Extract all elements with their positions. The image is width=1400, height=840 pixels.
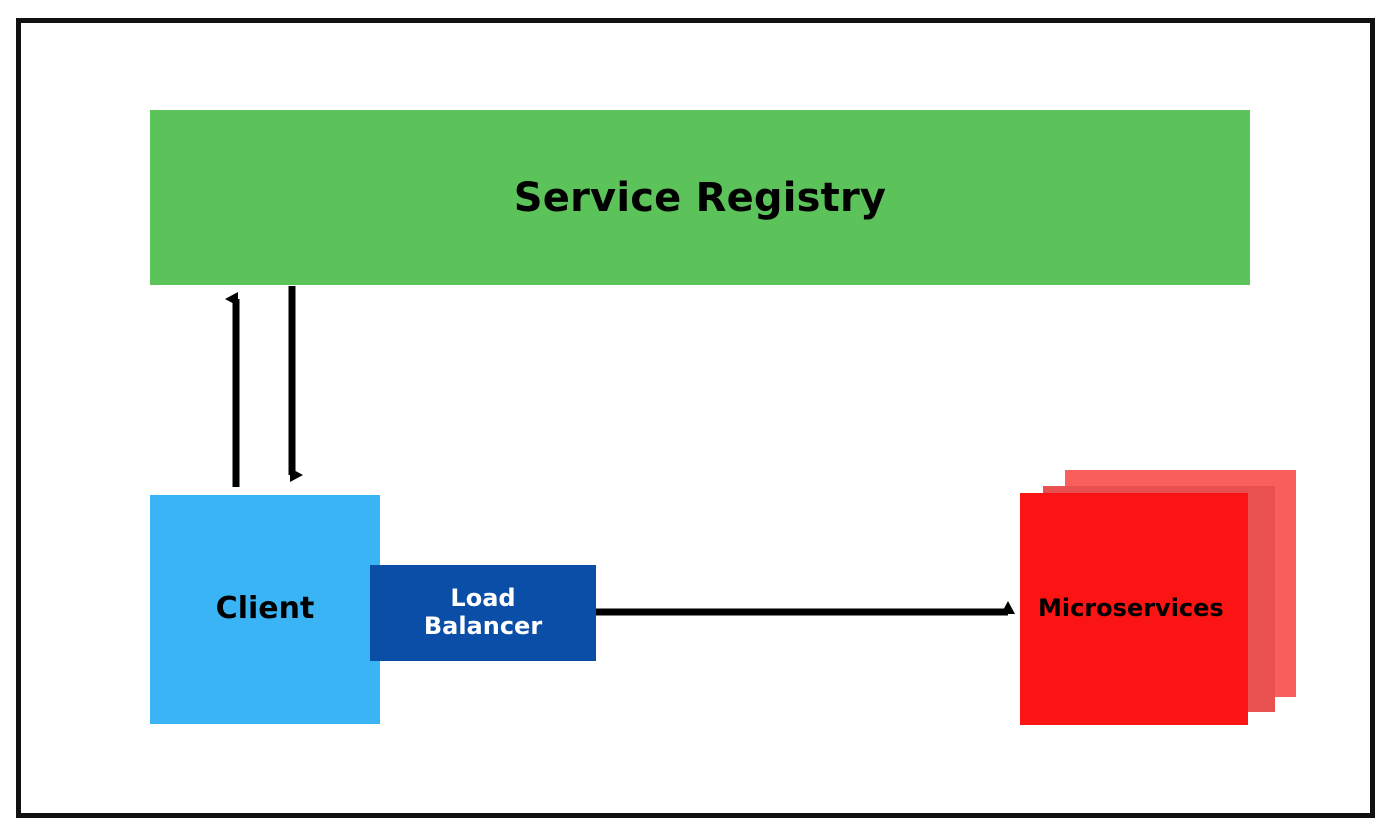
client-label: Client bbox=[215, 591, 315, 627]
service-registry-label: Service Registry bbox=[513, 174, 887, 221]
load-balancer-label-line2: Balancer bbox=[423, 612, 543, 640]
load-balancer-label-line1: Load bbox=[450, 584, 516, 613]
node-load-balancer[interactable]: Load Balancer bbox=[370, 565, 596, 661]
outer-border bbox=[16, 18, 1375, 818]
microservices-label: Microservices bbox=[1038, 594, 1224, 623]
node-service-registry[interactable]: Service Registry bbox=[150, 110, 1250, 285]
node-client[interactable]: Client bbox=[150, 495, 380, 724]
node-microservices[interactable]: Microservices bbox=[1020, 493, 1248, 725]
